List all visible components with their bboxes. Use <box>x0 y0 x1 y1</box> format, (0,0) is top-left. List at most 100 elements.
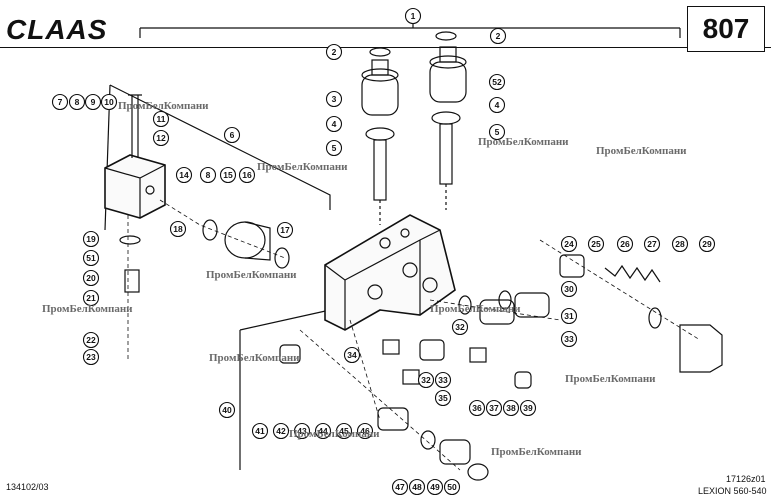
callout-14: 14 <box>175 166 193 184</box>
callout-5: 5 <box>325 139 343 157</box>
watermark-2: ПромБелКомпани <box>257 161 348 173</box>
callout-label: 40 <box>222 405 232 415</box>
callout-circle <box>219 166 237 184</box>
callout-4: 4 <box>325 115 343 133</box>
callout-38: 38 <box>502 399 520 417</box>
callout-label: 1 <box>411 11 416 21</box>
callout-circle <box>560 307 578 325</box>
callout-42: 42 <box>272 422 290 440</box>
callout-29: 29 <box>698 235 716 253</box>
callout-label: 28 <box>675 239 685 249</box>
claas-logo: CLAAS <box>6 14 108 45</box>
callout-label: 31 <box>564 311 574 321</box>
callout-circle <box>82 269 100 287</box>
callout-43: 43 <box>293 422 311 440</box>
callout-circle <box>408 478 426 496</box>
callout-label: 2 <box>496 31 501 41</box>
callout-label: 8 <box>206 170 211 180</box>
callout-label: 21 <box>86 293 96 303</box>
callout-circle <box>488 73 506 91</box>
callout-41: 41 <box>251 422 269 440</box>
callout-circle <box>276 221 294 239</box>
callout-circle <box>443 478 461 496</box>
callout-10: 10 <box>100 93 118 111</box>
callout-circle <box>82 331 100 349</box>
callout-label: 52 <box>492 77 502 87</box>
callout-circle <box>560 235 578 253</box>
callout-circle <box>84 93 102 111</box>
callout-49: 49 <box>426 478 444 496</box>
callout-33: 33 <box>434 371 452 389</box>
callout-circle <box>169 220 187 238</box>
callout-label: 32 <box>455 322 465 332</box>
callout-circle <box>488 96 506 114</box>
callout-label: 10 <box>104 97 114 107</box>
watermark-10: ПромБелКомпани <box>491 446 582 458</box>
callout-label: 5 <box>332 143 337 153</box>
callout-circle <box>616 235 634 253</box>
watermark-11: ПромБелКомпани <box>289 428 380 440</box>
callout-label: 27 <box>647 239 657 249</box>
callout-circle <box>587 235 605 253</box>
callout-32: 32 <box>417 371 435 389</box>
callout-circle <box>404 7 422 25</box>
watermark-5: ПромБелКомпани <box>206 269 297 281</box>
callout-circle <box>325 90 343 108</box>
callout-label: 46 <box>360 426 370 436</box>
callout-32: 32 <box>451 318 469 336</box>
callout-30: 30 <box>560 280 578 298</box>
callout-16: 16 <box>238 166 256 184</box>
header-divider <box>0 47 771 48</box>
callout-39: 39 <box>519 399 537 417</box>
callout-circle <box>68 93 86 111</box>
callout-15: 15 <box>219 166 237 184</box>
callout-circle <box>643 235 661 253</box>
callout-circle <box>175 166 193 184</box>
callout-circle <box>325 115 343 133</box>
callout-label: 29 <box>702 239 712 249</box>
callout-circle <box>82 289 100 307</box>
callout-label: 22 <box>86 335 96 345</box>
callout-label: 16 <box>242 170 252 180</box>
callout-label: 7 <box>58 97 63 107</box>
callout-label: 41 <box>255 426 265 436</box>
callout-circle <box>343 346 361 364</box>
callout-circle <box>356 422 374 440</box>
callout-46: 46 <box>356 422 374 440</box>
group-bracket-6 <box>109 84 331 210</box>
callout-label: 35 <box>438 393 448 403</box>
callout-28: 28 <box>671 235 689 253</box>
callout-circle <box>325 139 343 157</box>
callout-4: 4 <box>488 96 506 114</box>
watermark-3: ПромБелКомпани <box>478 136 569 148</box>
callout-circle <box>488 123 506 141</box>
cartridge-29 <box>679 324 723 373</box>
callout-label: 45 <box>339 426 349 436</box>
callout-7: 7 <box>51 93 69 111</box>
callout-label: 20 <box>86 273 96 283</box>
callout-26: 26 <box>616 235 634 253</box>
callout-12: 12 <box>152 129 170 147</box>
watermark-8: ПромБелКомпани <box>209 352 300 364</box>
callout-18: 18 <box>169 220 187 238</box>
callout-23: 23 <box>82 348 100 366</box>
callout-2: 2 <box>325 43 343 61</box>
page-number: 807 <box>687 6 765 52</box>
callout-45: 45 <box>335 422 353 440</box>
footer-left-code: 134102/03 <box>6 482 49 492</box>
callout-circle <box>199 166 217 184</box>
callout-label: 19 <box>86 234 96 244</box>
callout-label: 25 <box>591 239 601 249</box>
callout-circle <box>560 330 578 348</box>
spring-26 <box>604 264 661 283</box>
callout-label: 9 <box>91 97 96 107</box>
callout-34: 34 <box>343 346 361 364</box>
callout-19: 19 <box>82 230 100 248</box>
callout-27: 27 <box>643 235 661 253</box>
callout-label: 18 <box>173 224 183 234</box>
callout-label: 43 <box>297 426 307 436</box>
callout-label: 47 <box>395 482 405 492</box>
watermark-6: ПромБелКомпани <box>42 303 133 315</box>
